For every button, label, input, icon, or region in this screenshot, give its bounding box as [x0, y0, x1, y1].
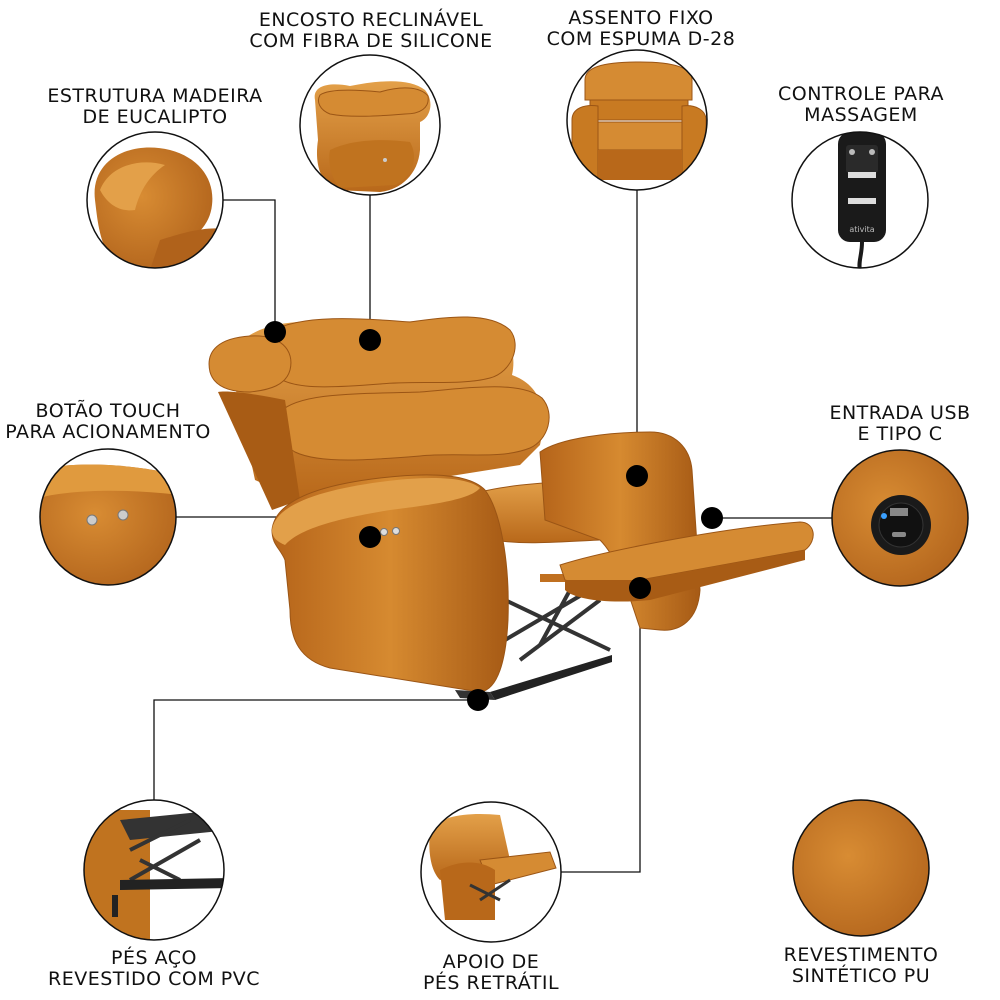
touch-button-icon — [86, 514, 98, 526]
label-botao: BOTÃO TOUCH PARA ACIONAMENTO — [5, 401, 211, 443]
label-line: E TIPO C — [857, 423, 943, 445]
touch-button-icon — [117, 509, 129, 521]
label-line: REVESTIMENTO — [783, 944, 939, 966]
label-line: SINTÉTICO PU — [791, 965, 931, 987]
label-line: ENTRADA USB — [829, 402, 971, 424]
marker-apoio — [629, 577, 651, 599]
label-controle: CONTROLE PARA MASSAGEM — [778, 84, 944, 126]
label-apoio: APOIO DE PÉS RETRÁTIL — [423, 952, 559, 994]
label-encosto: ENCOSTO RECLINÁVEL COM FIBRA DE SILICONE — [249, 10, 492, 52]
marker-botao — [359, 526, 381, 548]
marker-assento — [626, 465, 648, 487]
label-line: REVESTIDO COM PVC — [48, 968, 260, 990]
detail-circle-revestimento — [792, 799, 930, 937]
base-frame — [490, 655, 612, 700]
touch-button-icon — [380, 528, 388, 536]
leader-line-estrutura — [223, 199, 276, 330]
label-line: APOIO DE — [442, 951, 540, 973]
label-line: PÉS RETRÁTIL — [422, 972, 560, 994]
detail-circle-apoio — [420, 801, 562, 943]
leader-line-pes — [153, 699, 478, 800]
detail-circle-assento — [566, 49, 708, 191]
label-line: COM ESPUMA D-28 — [546, 28, 736, 50]
detail-revestimento — [793, 800, 929, 936]
detail-circle-pes — [83, 799, 225, 941]
detail-usb — [832, 450, 968, 586]
marker-pes — [467, 689, 489, 711]
detail-botao — [40, 449, 176, 585]
label-line: PARA ACIONAMENTO — [5, 421, 211, 443]
marker-encosto — [359, 329, 381, 351]
label-revestimento: REVESTIMENTO SINTÉTICO PU — [784, 945, 939, 987]
label-line: BOTÃO TOUCH — [35, 400, 181, 422]
detail-controle — [792, 132, 928, 268]
label-line: PÉS AÇO — [111, 947, 197, 969]
label-line: ESTRUTURA MADEIRA — [47, 85, 263, 107]
label-line: COM FIBRA DE SILICONE — [249, 30, 493, 52]
marker-dots — [264, 321, 723, 711]
label-line: DE EUCALIPTO — [82, 106, 228, 128]
detail-apoio — [421, 802, 561, 942]
detail-circle-encosto — [299, 54, 441, 196]
recliner-chair — [208, 316, 814, 700]
leader-line-apoio — [561, 590, 641, 873]
detail-circle-controle — [791, 131, 929, 269]
touch-button-icon — [392, 527, 400, 535]
left-armrest — [271, 474, 509, 693]
detail-encosto — [300, 55, 440, 195]
detail-circle-botao — [39, 448, 177, 586]
label-line: ASSENTO FIXO — [568, 7, 714, 29]
detail-assento — [567, 50, 707, 190]
label-assento: ASSENTO FIXO COM ESPUMA D-28 — [547, 8, 736, 50]
detail-circle-estrutura — [86, 131, 224, 269]
detail-circle-usb — [831, 449, 969, 587]
remote-brand: ativita — [849, 225, 874, 234]
detail-pes — [84, 800, 224, 940]
detail-estrutura — [87, 132, 223, 268]
label-line: MASSAGEM — [804, 104, 918, 126]
marker-estrutura — [264, 321, 286, 343]
label-pes: PÉS AÇO REVESTIDO COM PVC — [48, 948, 260, 990]
label-usb: ENTRADA USB E TIPO C — [829, 403, 970, 445]
footrest-mechanism — [503, 588, 611, 662]
label-estrutura: ESTRUTURA MADEIRA DE EUCALIPTO — [47, 86, 262, 128]
label-line: ENCOSTO RECLINÁVEL — [258, 9, 484, 31]
label-line: CONTROLE PARA — [778, 83, 944, 105]
marker-usb — [701, 507, 723, 529]
